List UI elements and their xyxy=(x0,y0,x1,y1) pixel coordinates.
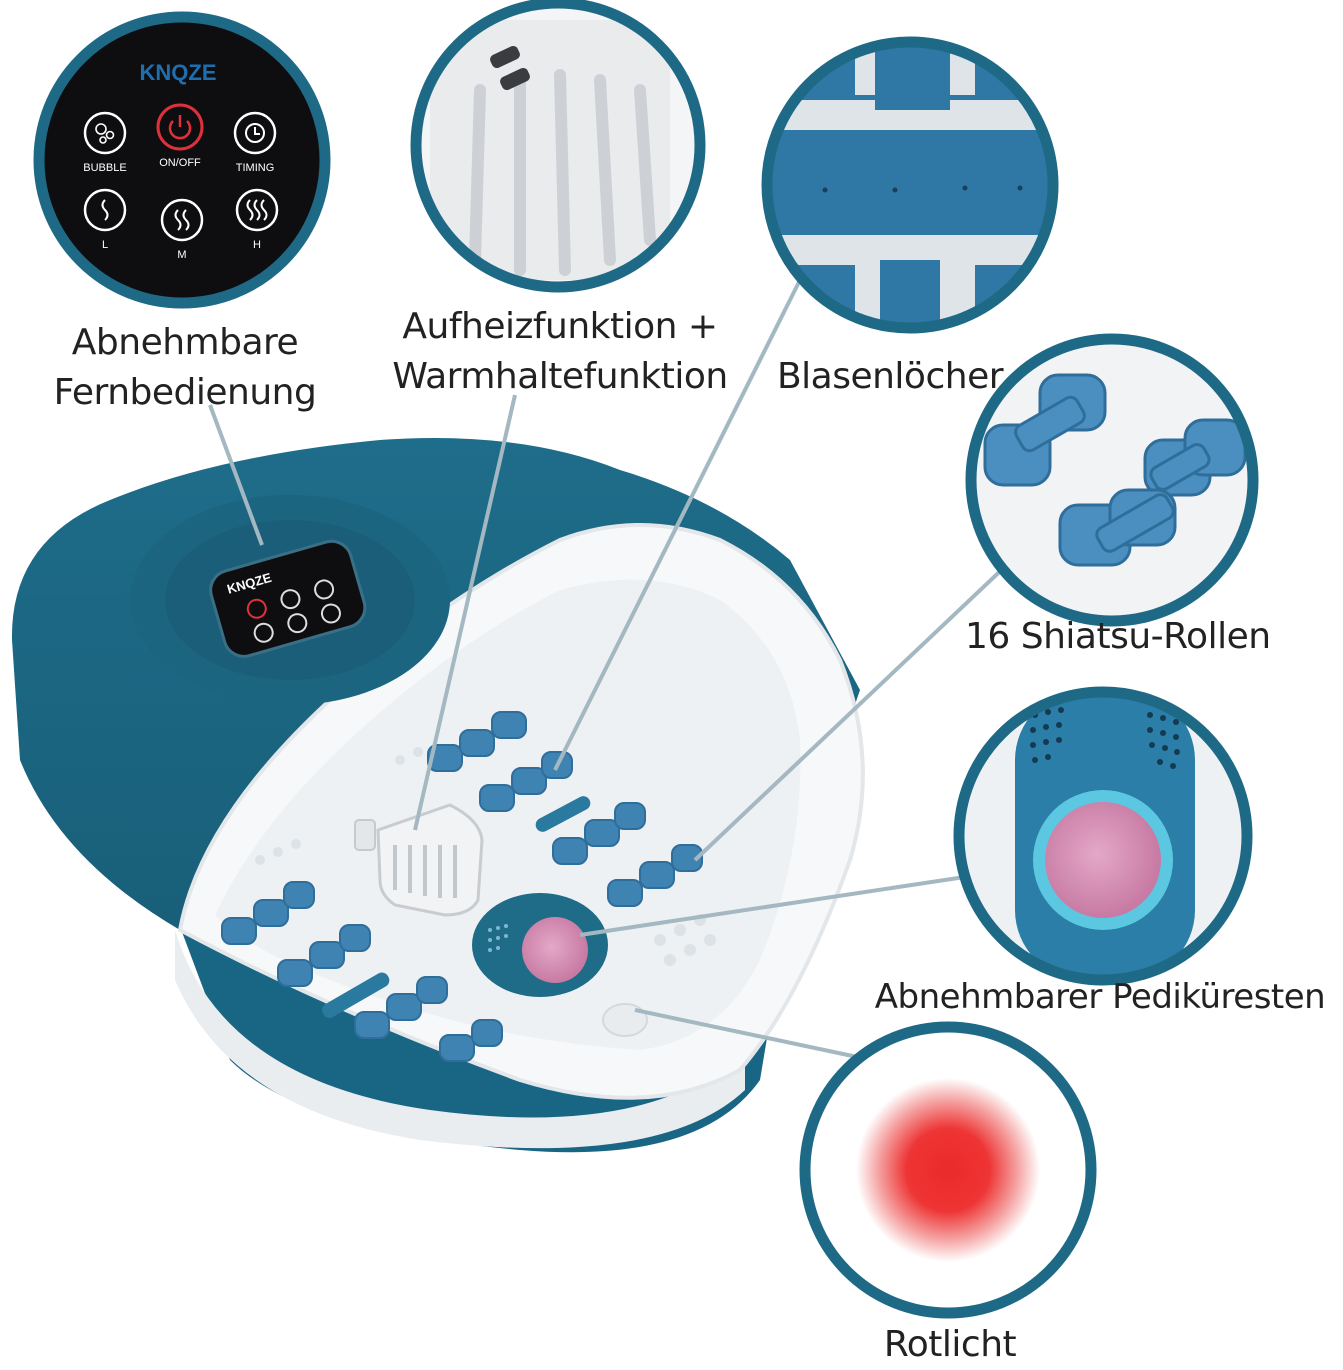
heater-closeup-circle xyxy=(410,0,706,293)
power-button-label: ON/OFF xyxy=(159,157,201,169)
heat-medium-label: M xyxy=(177,249,186,261)
pumice-text: Abnehmbarer Pediküresten xyxy=(874,977,1326,1017)
red-light-label: Rotlicht xyxy=(870,1320,1030,1370)
bubble-holes-text: Blasenlöcher xyxy=(776,356,1004,397)
timing-button-label: TIMING xyxy=(236,162,275,174)
heater-label-line1: Aufheizfunktion + xyxy=(402,306,718,347)
remote-control-circle: KNQZE BUBBLE ON/OFF TIMING L M xyxy=(33,11,331,309)
foot-spa-body: KNQZE xyxy=(11,438,865,1153)
power-icon xyxy=(168,115,192,140)
heat-high-label: H xyxy=(253,239,261,251)
red-light-text: Rotlicht xyxy=(883,1324,1017,1365)
pumice-on-body xyxy=(472,893,608,997)
red-light-circle xyxy=(799,1021,1097,1319)
bubble-holes-label: Blasenlöcher xyxy=(775,352,1005,402)
heater-label-line2: Warmhaltefunktion xyxy=(392,356,728,397)
heat-wave-icon xyxy=(174,209,190,231)
bubble-icon xyxy=(95,123,115,144)
rollers-label: 16 Shiatsu-Rollen xyxy=(965,612,1271,662)
heat-wave-icon xyxy=(101,199,109,221)
heater-feature-label: Aufheizfunktion + Warmhaltefunktion xyxy=(385,302,735,402)
heat-low-label: L xyxy=(102,239,108,251)
pumice-stone-circle xyxy=(953,686,1253,986)
bubble-button xyxy=(83,111,127,155)
rollers-text: 16 Shiatsu-Rollen xyxy=(965,616,1271,657)
clock-icon xyxy=(245,123,265,143)
heat-wave-icon xyxy=(246,199,268,221)
remote-label-line2: Fernbedienung xyxy=(53,372,317,413)
pumice-label: Abnehmbarer Pediküresten xyxy=(865,972,1335,1022)
remote-label-line1: Abnehmbare xyxy=(71,322,299,363)
heater-unit xyxy=(354,803,484,917)
remote-feature-label: Abnehmbare Fernbedienung xyxy=(40,318,330,418)
brand-logo: KNQZE xyxy=(140,60,217,85)
timing-button xyxy=(233,111,277,155)
heat-high-button xyxy=(235,188,279,232)
bubble-holes-circle xyxy=(761,36,1059,334)
power-button xyxy=(156,103,204,151)
shiatsu-rollers-circle xyxy=(965,333,1259,627)
heat-low-button xyxy=(83,188,127,232)
callout-lines xyxy=(208,279,1014,1060)
remote-on-body: KNQZE xyxy=(209,539,367,658)
heat-medium-button xyxy=(160,198,204,242)
bubble-button-label: BUBBLE xyxy=(83,162,126,174)
